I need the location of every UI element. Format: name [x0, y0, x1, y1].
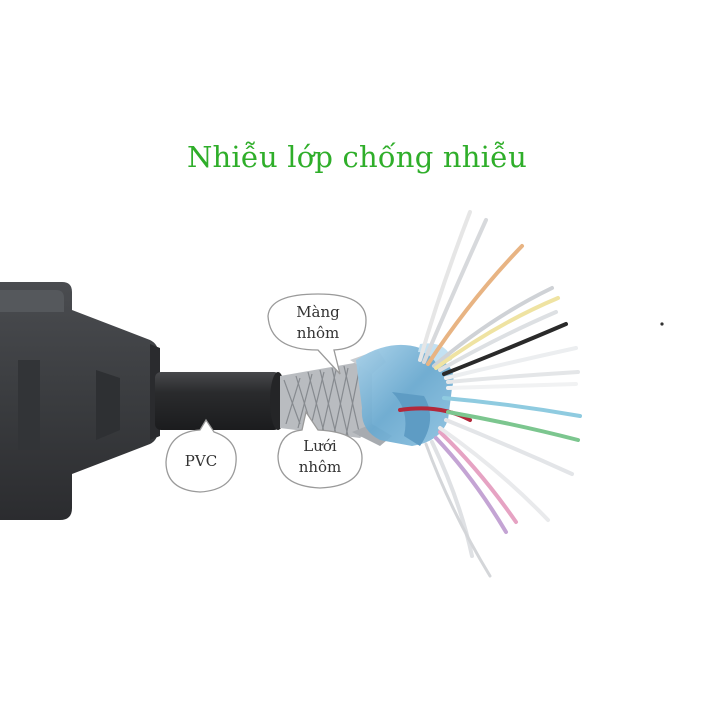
callout-pvc: [165, 418, 237, 493]
wire-white-7: [424, 442, 492, 578]
callout-luoi-nhom: [277, 410, 363, 489]
wire-blue: [442, 396, 582, 418]
title: Nhiễu lớp chống nhiễu: [186, 140, 528, 174]
wire-white-6: [430, 440, 474, 558]
wire-gray-2: [438, 310, 558, 372]
connector: [0, 282, 160, 520]
wires: [398, 210, 582, 578]
wire-white-5: [438, 426, 550, 522]
wire-white-2: [422, 218, 488, 364]
wire-black: [442, 322, 568, 376]
wire-white-4: [446, 370, 580, 384]
wire-red: [398, 406, 472, 422]
wire-gray-1: [432, 286, 554, 368]
dust-dot: [660, 322, 664, 326]
callout-mang-nhom-text: Màng nhôm: [282, 302, 354, 344]
callout-pvc-text: PVC: [170, 451, 232, 472]
pvc-jacket: [155, 372, 286, 430]
wire-yellow: [434, 296, 560, 370]
wire-white-3: [444, 346, 578, 380]
wire-pink: [438, 430, 518, 524]
wire-white-1: [418, 210, 472, 362]
callout-luoi-nhom-text: Lưới nhôm: [284, 436, 356, 478]
wire-orange: [426, 244, 524, 366]
callout-mang-nhom-line1: Màng: [296, 303, 340, 321]
braid-mesh: [280, 350, 392, 446]
callout-luoi-nhom-line1: Lưới: [303, 437, 337, 455]
callout-mang-nhom: [267, 293, 367, 375]
wire-purple: [434, 436, 508, 534]
callout-pvc-line1: PVC: [184, 452, 218, 470]
wire-light-1: [446, 382, 578, 390]
wire-green: [446, 410, 580, 442]
callout-luoi-nhom-line2: nhôm: [298, 458, 342, 476]
callout-mang-nhom-line2: nhôm: [296, 324, 340, 342]
wire-light-2: [444, 418, 574, 476]
